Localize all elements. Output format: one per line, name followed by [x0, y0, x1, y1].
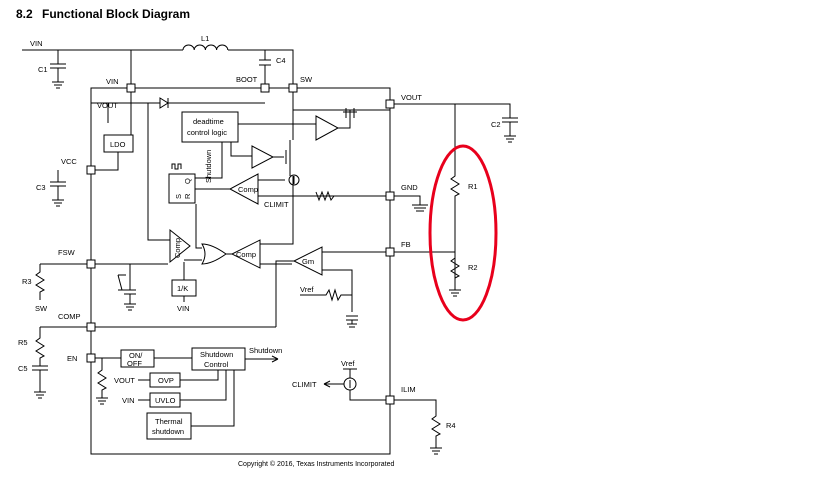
ilim-pin-label: ILIM — [401, 385, 416, 394]
sw-bottom-label: SW — [35, 304, 48, 313]
c3-label: C3 — [36, 183, 46, 192]
shutdown-control-line1: Shutdown — [200, 350, 233, 359]
pwm-comparator — [230, 239, 261, 269]
pin-markers — [86, 83, 395, 405]
vout-pin-label: VOUT — [401, 93, 422, 102]
deadtime-block — [181, 111, 239, 143]
vout-ldo-label: VOUT — [97, 101, 118, 110]
ldo-label: LDO — [110, 140, 126, 149]
sw-label: SW — [300, 75, 313, 84]
c5-label: C5 — [18, 364, 28, 373]
section-number: 8.2 — [16, 7, 33, 21]
fsw-comparator — [169, 228, 191, 264]
c4-label: C4 — [276, 56, 286, 65]
vin-uvlo-label: VIN — [122, 396, 135, 405]
gm-label: Gm — [302, 257, 314, 266]
section-title: Functional Block Diagram — [42, 7, 190, 21]
vout-ovp-label: VOUT — [114, 376, 135, 385]
or-gate — [201, 243, 227, 265]
thermal-line1: Thermal — [155, 417, 183, 426]
highlight-annotation — [428, 144, 498, 322]
ls-driver — [251, 145, 275, 169]
shutdown-vertical: Shutdown — [204, 150, 213, 183]
vin-pin-label: VIN — [106, 77, 119, 86]
c1-label: C1 — [38, 65, 48, 74]
deadtime-line1: deadtime — [193, 117, 224, 126]
gnd-pin-label: GND — [401, 183, 418, 192]
comp3-label: Comp — [173, 238, 182, 258]
r5-label: R5 — [18, 338, 28, 347]
comp-pin-label: COMP — [58, 312, 81, 321]
thermal-line2: shutdown — [152, 427, 184, 436]
ovp-label: OVP — [158, 376, 174, 385]
inductor-l1 — [182, 44, 229, 51]
r4-label: R4 — [446, 421, 456, 430]
thermal-block — [146, 412, 192, 440]
r3-label: R3 — [22, 277, 32, 286]
comp2-label: Comp — [236, 250, 256, 259]
vcc-label: VCC — [61, 157, 77, 166]
gm-amplifier — [292, 246, 323, 276]
uvlo-label: UVLO — [155, 396, 176, 405]
sr-q: Q — [183, 178, 192, 184]
ic-outline — [90, 87, 391, 455]
sr-r: R — [183, 193, 192, 199]
fsw-label: FSW — [58, 248, 76, 257]
fb-pin-label: FB — [401, 240, 411, 249]
hs-driver — [315, 115, 340, 141]
onoff-line1: ON/ — [129, 351, 143, 360]
div-label: 1/K — [177, 284, 188, 293]
vin-top-label: VIN — [30, 39, 43, 48]
shutdown-out-label: Shutdown — [249, 346, 282, 355]
climit2-label: CLIMIT — [292, 380, 317, 389]
climit1-label: CLIMIT — [264, 200, 289, 209]
vin-div-label: VIN — [177, 304, 190, 313]
r1-label: R1 — [468, 182, 478, 191]
c2-label: C2 — [491, 120, 501, 129]
shutdown-control-line2: Control — [204, 360, 229, 369]
r2-label: R2 — [468, 263, 478, 272]
l1-label: L1 — [201, 34, 209, 43]
onoff-line2: OFF — [127, 359, 142, 368]
boot-label: BOOT — [236, 75, 258, 84]
sr-s: S — [174, 194, 183, 199]
copyright-text: Copyright © 2016, Texas Instruments Inco… — [238, 460, 394, 468]
en-label: EN — [67, 354, 77, 363]
ilimit-comparator — [228, 173, 259, 205]
vref1-label: Vref — [300, 285, 314, 294]
deadtime-line2: control logic — [187, 128, 227, 137]
comp1-label: Comp — [238, 185, 258, 194]
vref2-label: Vref — [341, 359, 355, 368]
